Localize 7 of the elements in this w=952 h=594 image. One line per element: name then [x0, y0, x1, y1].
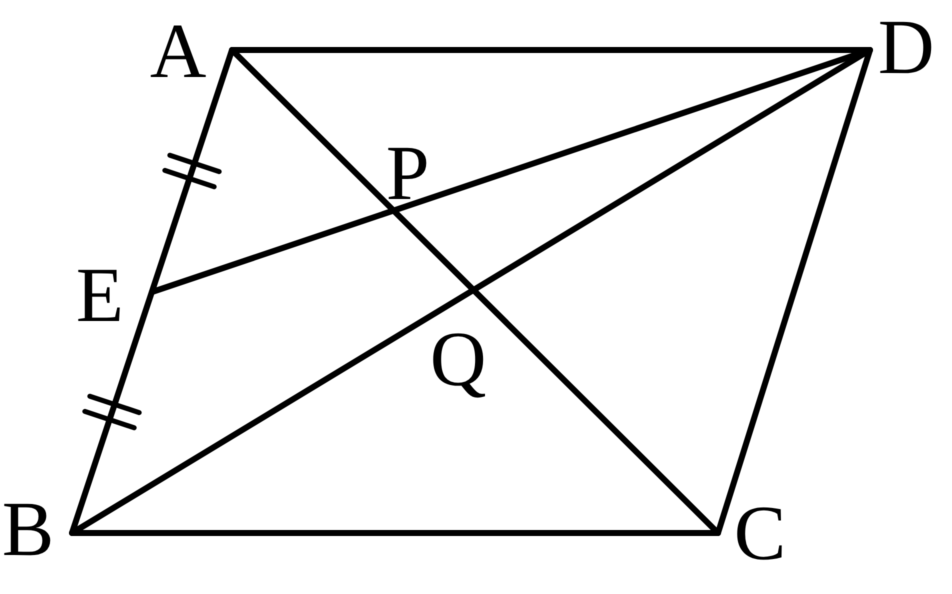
point-label: E	[76, 256, 124, 334]
point-label: D	[878, 8, 934, 86]
point-label: B	[2, 490, 54, 568]
point-label: P	[386, 134, 430, 212]
point-label: Q	[430, 320, 486, 398]
point-label: A	[150, 12, 206, 90]
point-label: C	[734, 494, 786, 572]
